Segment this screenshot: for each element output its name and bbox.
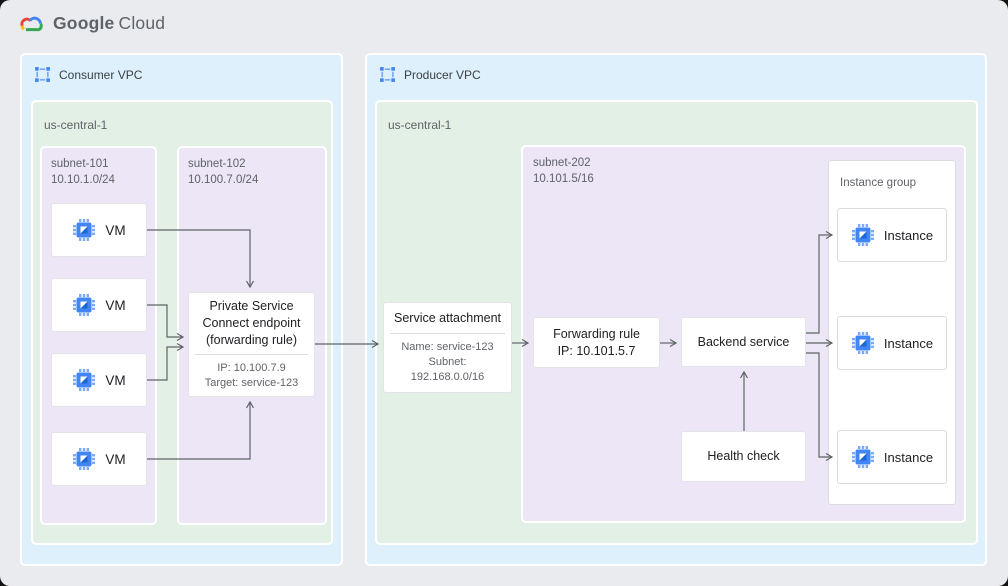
producer-vpc-label: Producer VPC [404,67,481,82]
subnet-102-name: subnet-102 [188,158,246,170]
instance-node-3: Instance [837,430,947,484]
psc-endpoint-title: Private Service Connect endpoint (forwar… [202,298,301,347]
divider [195,354,308,356]
divider [390,333,505,335]
instance-node-2: Instance [837,316,947,370]
service-attachment-name: Name: service-123 [401,341,494,354]
instance-icon [851,224,874,246]
vm-label: VM [105,222,126,238]
instance-icon [851,446,874,468]
subnet-202-cidr: 10.101.5/16 [533,172,594,185]
vm-label: VM [105,297,126,313]
instance-label: Instance [883,227,934,243]
google-cloud-icon [20,16,43,32]
subnet-102-cidr: 10.100.7.0/24 [188,173,259,186]
vm-icon [73,294,96,316]
logo-text-google: Google [53,13,115,33]
health-check-label: Health check [707,449,780,464]
service-attachment-subnet-cidr: 192.168.0.0/16 [410,370,485,383]
vm-label: VM [105,451,126,467]
instance-icon [851,332,874,354]
subnet-102-label: subnet-102 10.100.7.0/24 [188,157,258,188]
vm-node-3: VM [51,353,147,407]
vm-node-4: VM [51,432,147,486]
forwarding-rule-node: Forwarding rule IP: 10.101.5.7 [533,317,660,368]
subnet-101-label: subnet-101 10.10.1.0/24 [51,157,115,188]
vm-node-2: VM [51,278,147,332]
vpc-icon [379,66,396,83]
instance-label: Instance [883,449,934,465]
vm-icon [73,448,96,470]
consumer-vpc-label: Consumer VPC [59,67,143,82]
producer-vpc-label-row: Producer VPC [379,66,481,83]
vm-icon [73,219,96,241]
service-attachment-subnet-label: Subnet: [428,356,467,369]
psc-endpoint-node: Private Service Connect endpoint (forwar… [188,292,315,397]
logo-text-cloud: Cloud [118,13,166,33]
backend-service-node: Backend service [681,317,806,367]
subnet-202-label: subnet-202 10.101.5/16 [533,156,594,187]
forwarding-rule-ip: IP: 10.101.5.7 [557,343,636,358]
subnet-101-name: subnet-101 [51,158,109,170]
service-attachment-title: Service attachment [394,311,501,326]
health-check-node: Health check [681,431,806,482]
instance-label: Instance [883,335,934,351]
subnet-202-name: subnet-202 [533,157,591,169]
instance-group-label: Instance group [840,177,917,189]
vm-node-1: VM [51,203,147,257]
producer-region-label: us-central-1 [388,118,452,132]
backend-service-label: Backend service [697,334,790,349]
psc-endpoint-target: Target: service-123 [204,377,299,390]
consumer-vpc-label-row: Consumer VPC [34,66,142,83]
instance-node-1: Instance [837,208,947,262]
service-attachment-node: Service attachment Name: service-123 Sub… [383,302,512,393]
psc-endpoint-ip: IP: 10.100.7.9 [217,362,286,375]
consumer-region-label: us-central-1 [44,118,108,132]
vpc-icon [34,66,51,83]
vm-label: VM [105,372,126,388]
forwarding-rule-title: Forwarding rule [553,326,640,341]
subnet-101-cidr: 10.10.1.0/24 [51,173,115,186]
vm-icon [73,369,96,391]
